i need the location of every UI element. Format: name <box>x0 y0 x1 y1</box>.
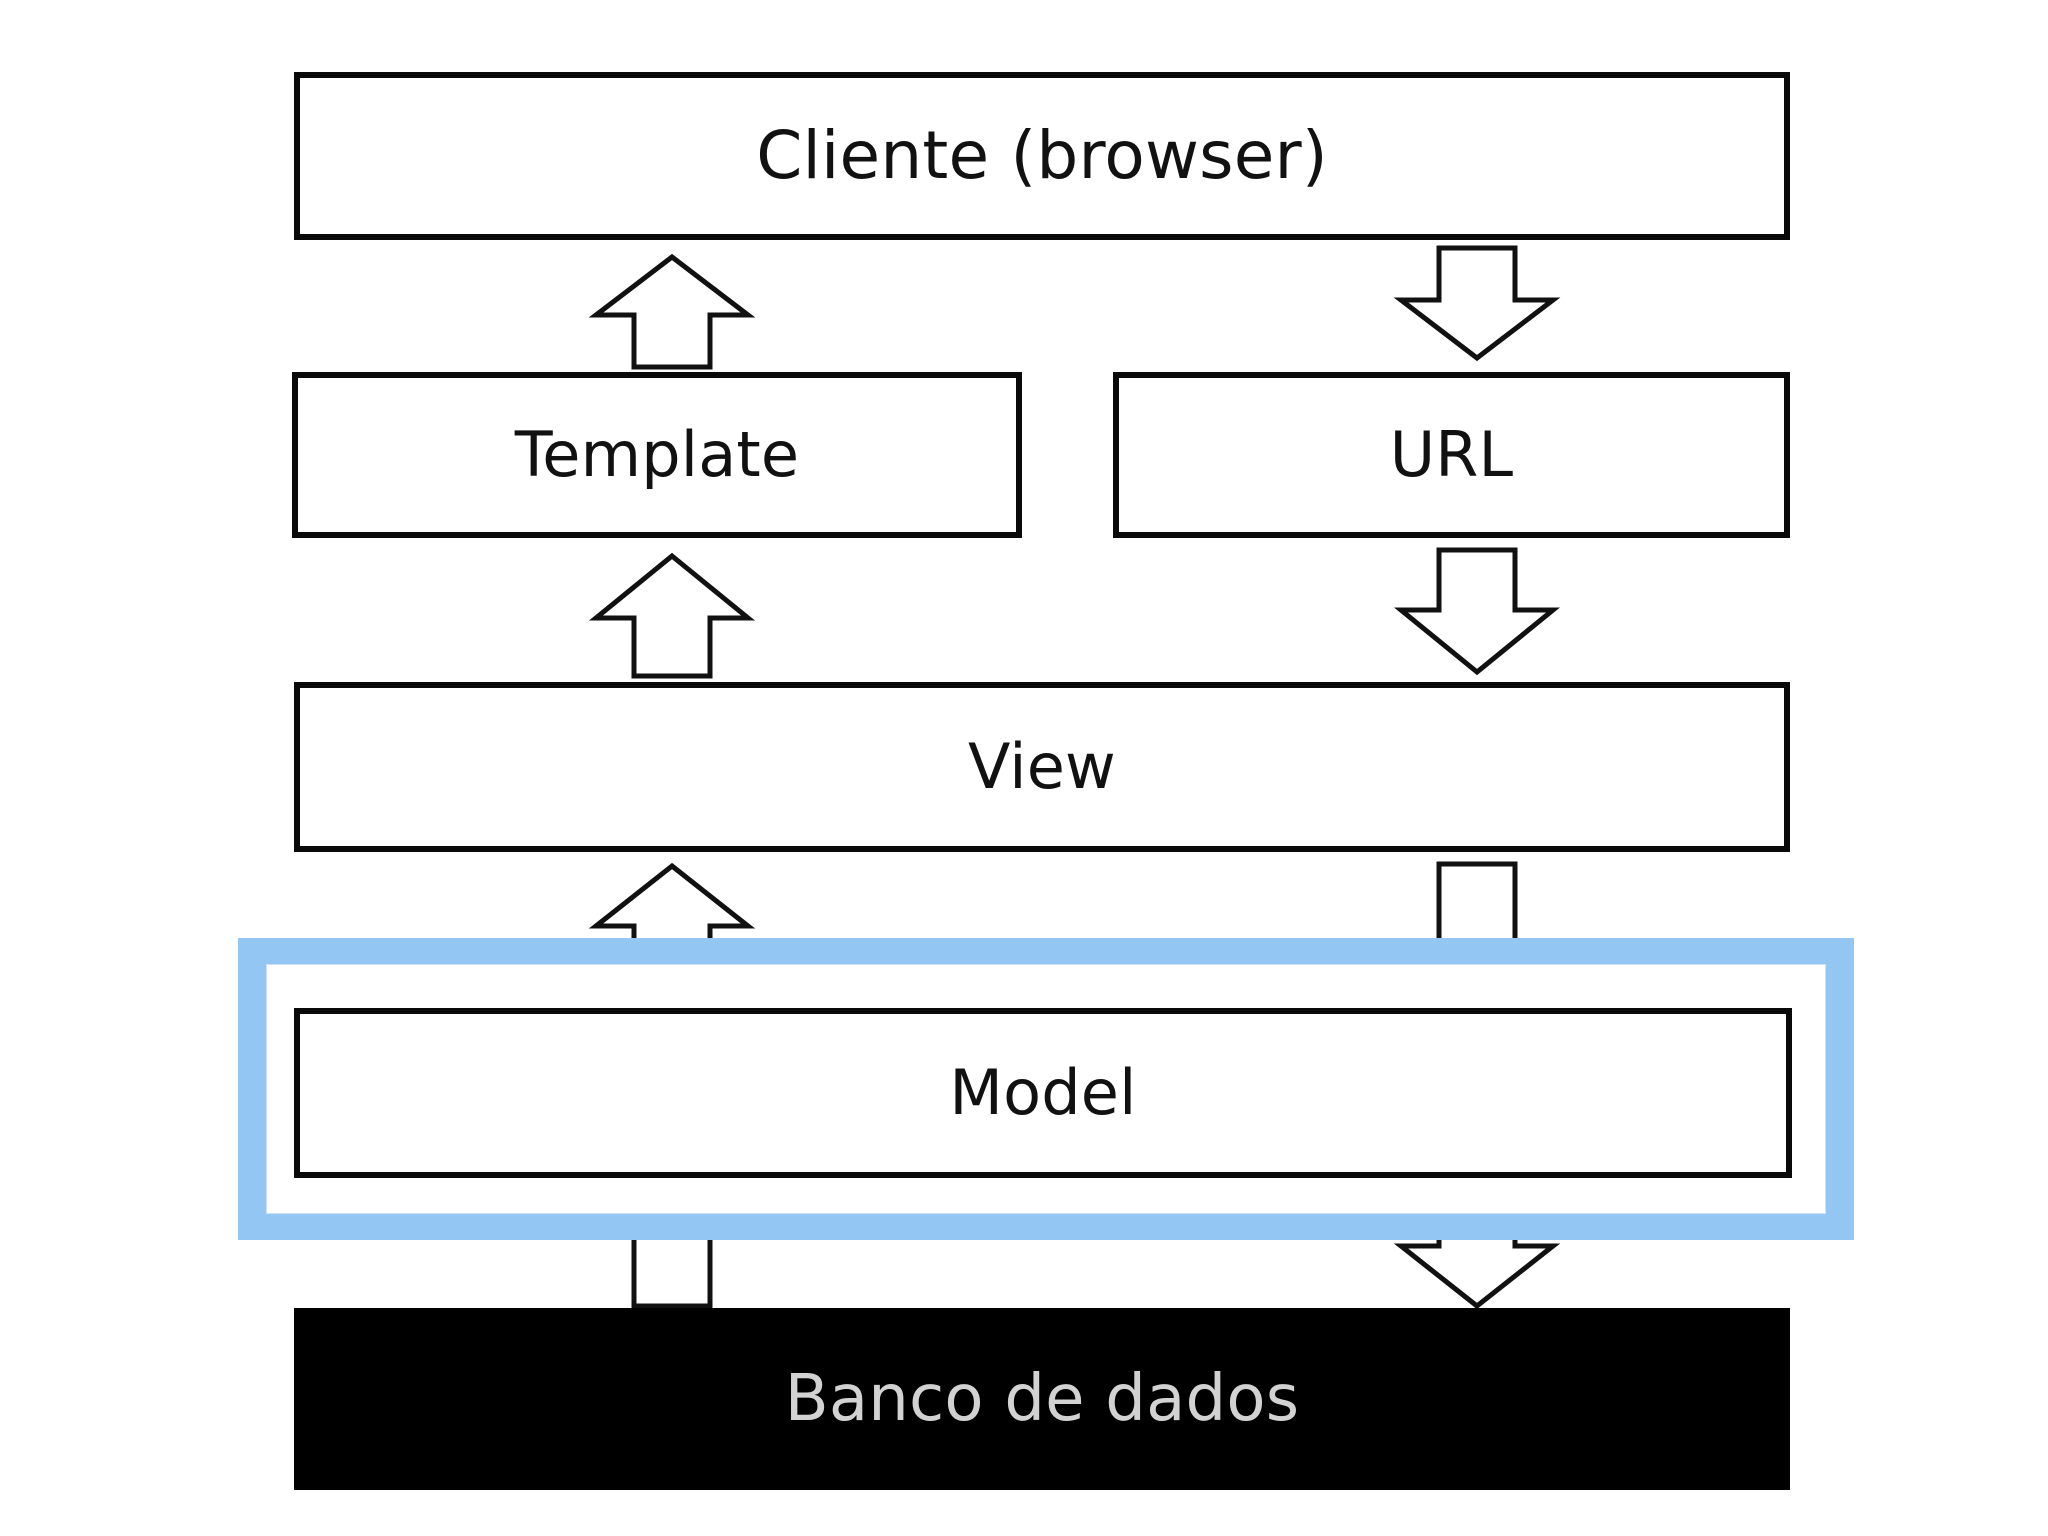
arrow-down-model-to-database <box>1393 1168 1561 1310</box>
node-label-cliente-browser: Cliente (browser) <box>756 117 1328 194</box>
node-banco-de-dados[interactable]: Banco de dados <box>294 1308 1790 1490</box>
arrow-up-template-to-client <box>588 253 756 371</box>
arrow-up-model-to-view <box>588 862 756 1008</box>
arrow-up-view-to-template <box>588 552 756 680</box>
node-template[interactable]: Template <box>292 372 1022 538</box>
node-model[interactable]: Model <box>294 1008 1792 1178</box>
node-url[interactable]: URL <box>1113 372 1790 538</box>
arrow-down-client-to-url <box>1393 244 1561 362</box>
node-cliente-browser[interactable]: Cliente (browser) <box>294 72 1790 240</box>
node-label-view: View <box>968 730 1116 803</box>
arrow-down-view-to-model <box>1393 860 1561 1008</box>
node-label-template: Template <box>514 418 800 491</box>
arrow-down-url-to-view <box>1393 546 1561 676</box>
node-label-model: Model <box>949 1056 1137 1129</box>
arrow-up-database-to-model <box>588 1168 756 1310</box>
node-label-url: URL <box>1389 418 1514 491</box>
node-label-banco-de-dados: Banco de dados <box>784 1362 1300 1436</box>
node-view[interactable]: View <box>294 682 1790 852</box>
